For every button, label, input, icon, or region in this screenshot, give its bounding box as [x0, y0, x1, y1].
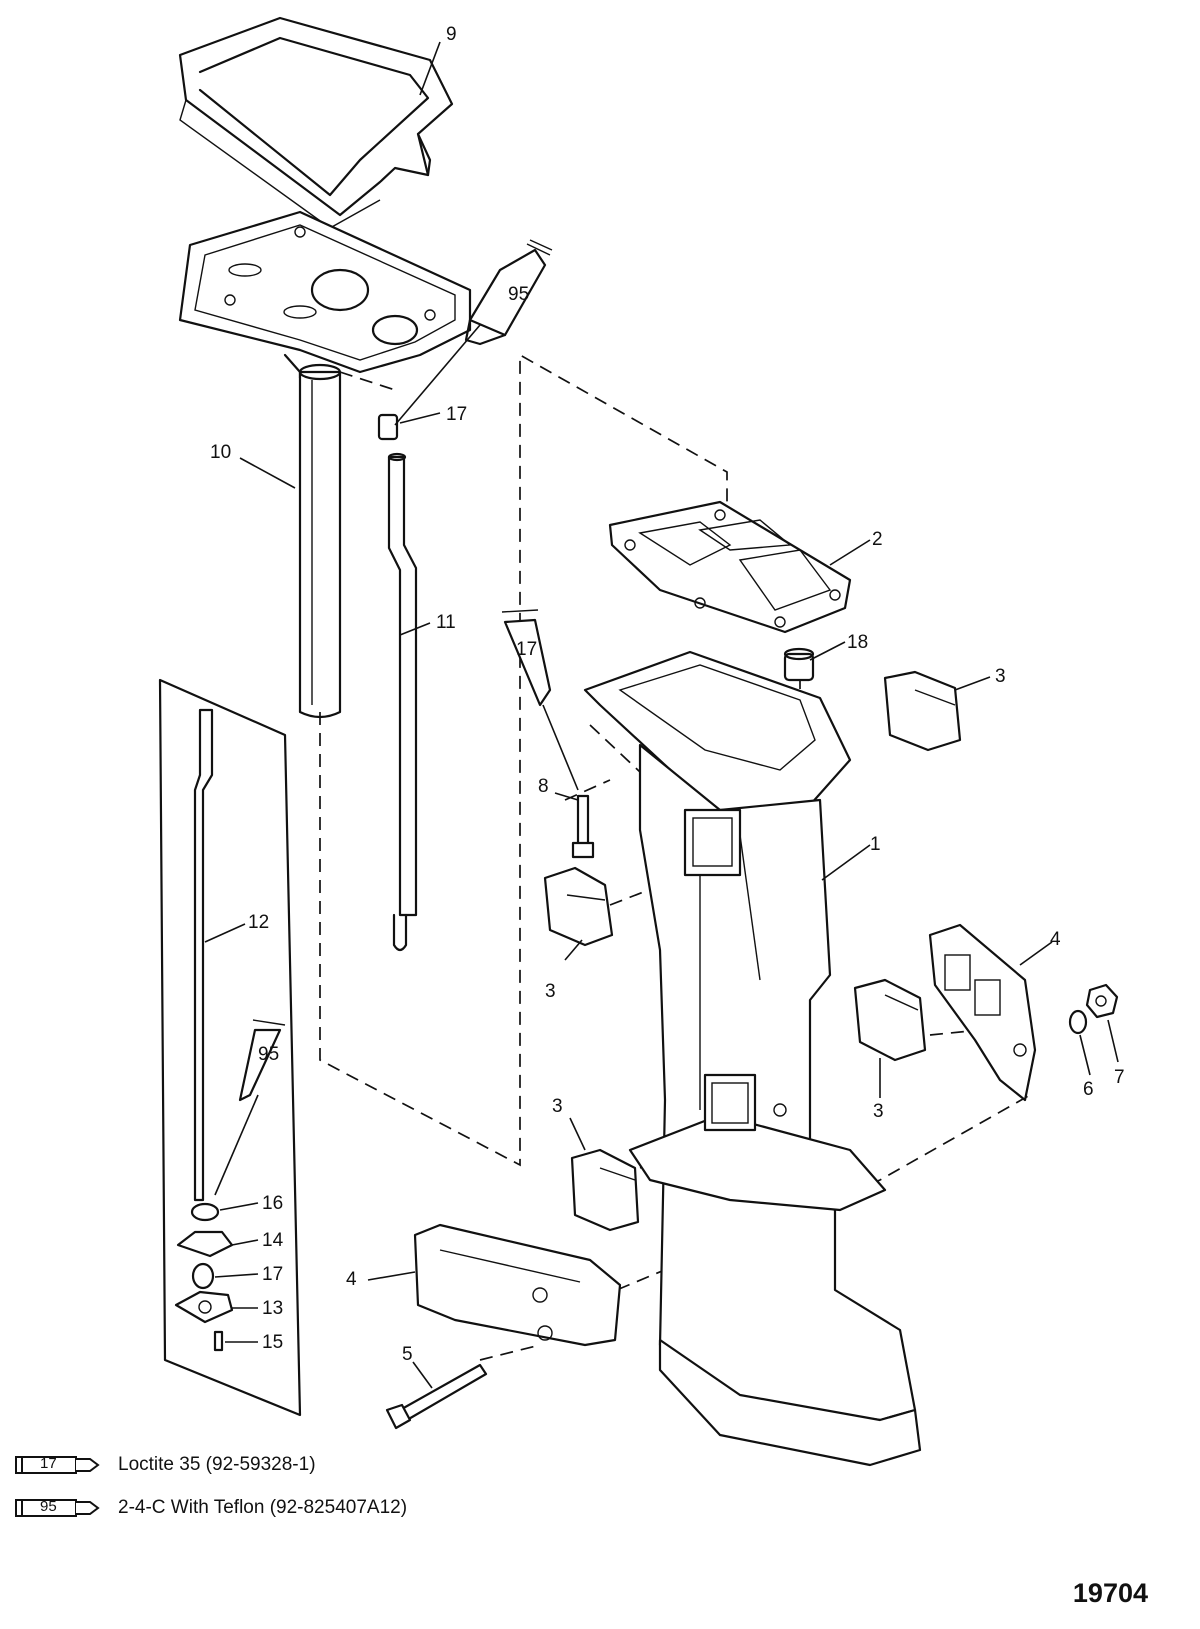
part-9-seal [178, 16, 454, 229]
callout-15: 15 [262, 1332, 283, 1353]
callout-14: 14 [262, 1230, 284, 1251]
part-18-plug [783, 647, 815, 682]
callout-3-lower-left: 3 [552, 1096, 563, 1117]
legend-code: 95 [40, 1498, 57, 1515]
callout-2: 2 [872, 529, 883, 550]
callout-3-lower-right: 3 [873, 1101, 884, 1122]
callout-numbers: 9 10 17 11 12 2 18 3 8 1 4 3 6 7 3 3 16 … [210, 24, 1125, 1365]
callout-4-lower: 4 [346, 1269, 357, 1290]
lubricant-tube-95-top: 95 [464, 239, 553, 346]
legend-item-loctite: 17 Loctite 35 (92-59328-1) [14, 1453, 316, 1477]
part-5-long-bolt [385, 1363, 488, 1430]
callout-3-left: 3 [545, 981, 556, 1002]
legend-item-teflon: 95 2-4-C With Teflon (92-825407A12) [14, 1496, 407, 1520]
callout-3-upper-right: 3 [995, 666, 1006, 687]
part-3-mount-lower-right [853, 978, 927, 1062]
leader-lines [204, 41, 1119, 1389]
callout-11: 11 [436, 612, 456, 633]
callout-8: 8 [538, 776, 549, 797]
part-7-nut [1085, 983, 1119, 1019]
part-10-upper-plate [178, 210, 472, 719]
callout-1: 1 [870, 834, 881, 855]
legend-tube-17-icon: 17 [14, 1453, 100, 1477]
part-4-bracket-lower [413, 1223, 622, 1347]
part-8-bolt [571, 794, 595, 859]
callout-17-upper: 17 [446, 404, 467, 425]
part-12-inset-panel: 95 [158, 678, 302, 1417]
part-11-water-tube [377, 413, 418, 952]
callout-16: 16 [262, 1193, 283, 1214]
part-3-mount-upper-right [883, 670, 962, 752]
callout-5: 5 [402, 1344, 413, 1365]
legend-tube-95-icon: 95 [14, 1496, 100, 1520]
tube-17-label: 17 [516, 639, 537, 660]
callout-6: 6 [1083, 1079, 1094, 1100]
part-2-gasket [608, 500, 852, 634]
part-4-bracket-right [928, 923, 1037, 1102]
tube-95b-label: 95 [258, 1044, 279, 1065]
part-6-washer [1068, 1009, 1088, 1035]
tube-95-label: 95 [508, 284, 529, 305]
callout-10: 10 [210, 442, 231, 463]
legend-code: 17 [40, 1455, 57, 1472]
callout-13: 13 [262, 1298, 283, 1319]
lubricant-tube-17: 17 [501, 609, 552, 707]
part-3-mount-left [543, 866, 614, 947]
drawing-number: 19704 [1072, 1578, 1148, 1608]
callout-9: 9 [446, 24, 457, 45]
legend-text: Loctite 35 (92-59328-1) [118, 1454, 316, 1475]
callout-12: 12 [248, 912, 269, 933]
callout-17-lower: 17 [262, 1264, 283, 1285]
part-1-driveshaft-housing [583, 650, 922, 1467]
callout-18: 18 [847, 632, 868, 653]
legend-text: 2-4-C With Teflon (92-825407A12) [118, 1497, 408, 1518]
part-3-mount-lower-left [570, 1148, 640, 1232]
callout-7: 7 [1114, 1067, 1125, 1088]
callout-4-right: 4 [1050, 929, 1061, 950]
